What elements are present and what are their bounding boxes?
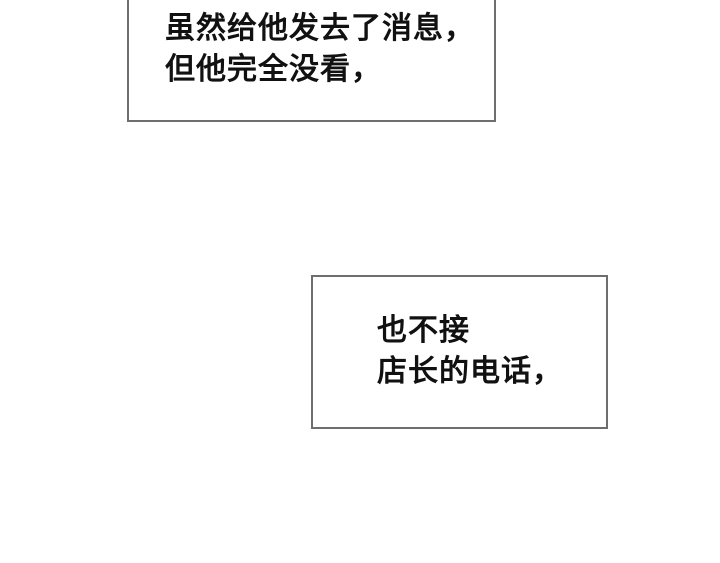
caption-box-1: 虽然给他发去了消息， 但他完全没看， <box>127 0 496 122</box>
caption-line: 但他完全没看， <box>165 52 382 87</box>
caption-line: 店长的电话， <box>377 354 563 389</box>
caption-line: 也不接 <box>377 313 470 348</box>
caption-line: 虽然给他发去了消息， <box>165 11 475 46</box>
caption-box-2: 也不接 店长的电话， <box>311 275 608 429</box>
